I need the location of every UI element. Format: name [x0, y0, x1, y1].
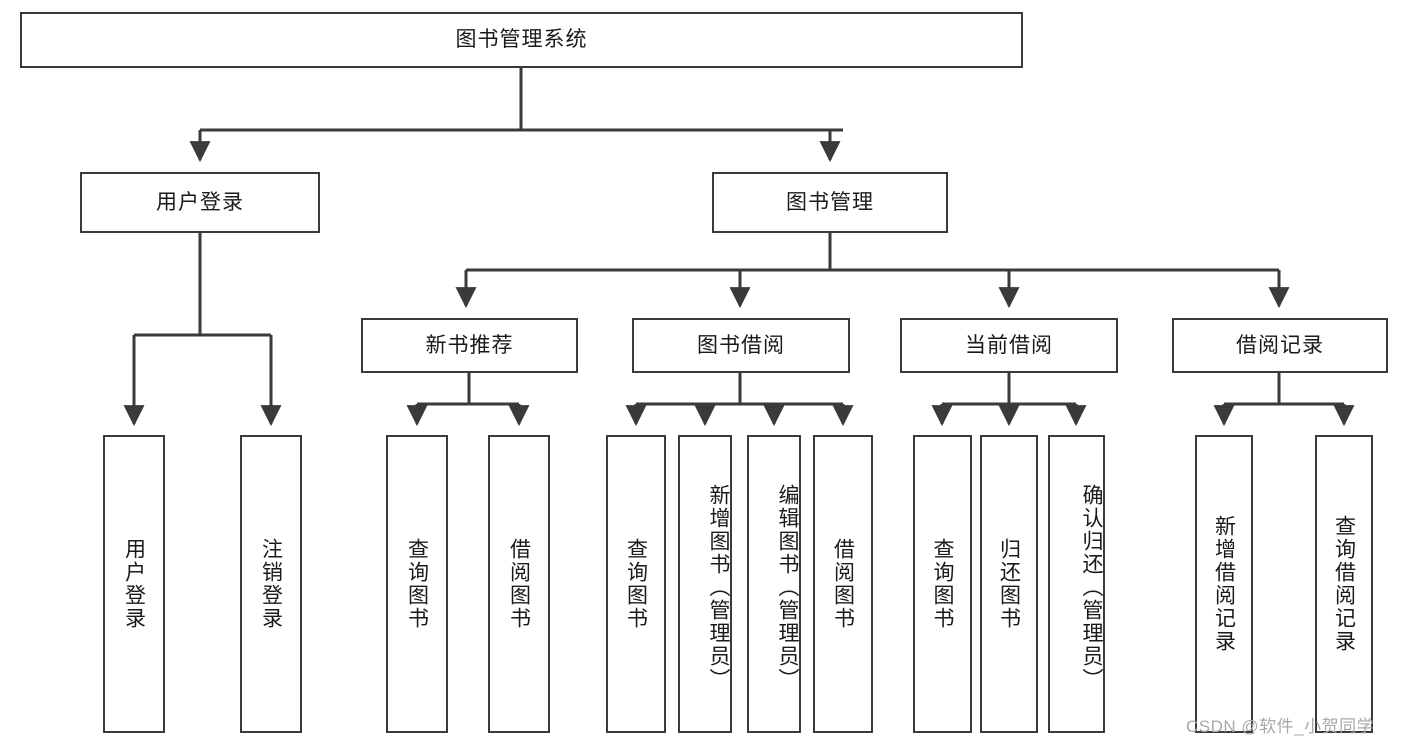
leaf-current-borrow-return[interactable]: 归还图书 [980, 435, 1038, 733]
node-borrow-record[interactable]: 借阅记录 [1172, 318, 1388, 373]
leaf-borrow-record-query[interactable]: 查询借阅记录 [1315, 435, 1373, 733]
leaf-current-borrow-query[interactable]: 查询图书 [913, 435, 972, 733]
leaf-user-login-logout[interactable]: 注销登录 [240, 435, 302, 733]
leaf-book-borrow-borrow[interactable]: 借阅图书 [813, 435, 873, 733]
node-book-borrow[interactable]: 图书借阅 [632, 318, 850, 373]
leaf-borrow-record-add[interactable]: 新增借阅记录 [1195, 435, 1253, 733]
leaf-book-borrow-edit-admin[interactable]: 编辑图书（管理员） [747, 435, 801, 733]
leaf-new-book-query[interactable]: 查询图书 [386, 435, 448, 733]
watermark: CSDN @软件_小贺同学 [1186, 717, 1375, 736]
node-new-book-recommend[interactable]: 新书推荐 [361, 318, 578, 373]
leaf-book-borrow-add-admin[interactable]: 新增图书（管理员） [678, 435, 732, 733]
leaf-book-borrow-query[interactable]: 查询图书 [606, 435, 666, 733]
leaf-current-borrow-confirm-admin[interactable]: 确认归还（管理员） [1048, 435, 1105, 733]
leaf-user-login-login[interactable]: 用户登录 [103, 435, 165, 733]
node-current-borrow[interactable]: 当前借阅 [900, 318, 1118, 373]
node-user-login[interactable]: 用户登录 [80, 172, 320, 233]
node-book-manage[interactable]: 图书管理 [712, 172, 948, 233]
node-root[interactable]: 图书管理系统 [20, 12, 1023, 68]
leaf-new-book-borrow[interactable]: 借阅图书 [488, 435, 550, 733]
